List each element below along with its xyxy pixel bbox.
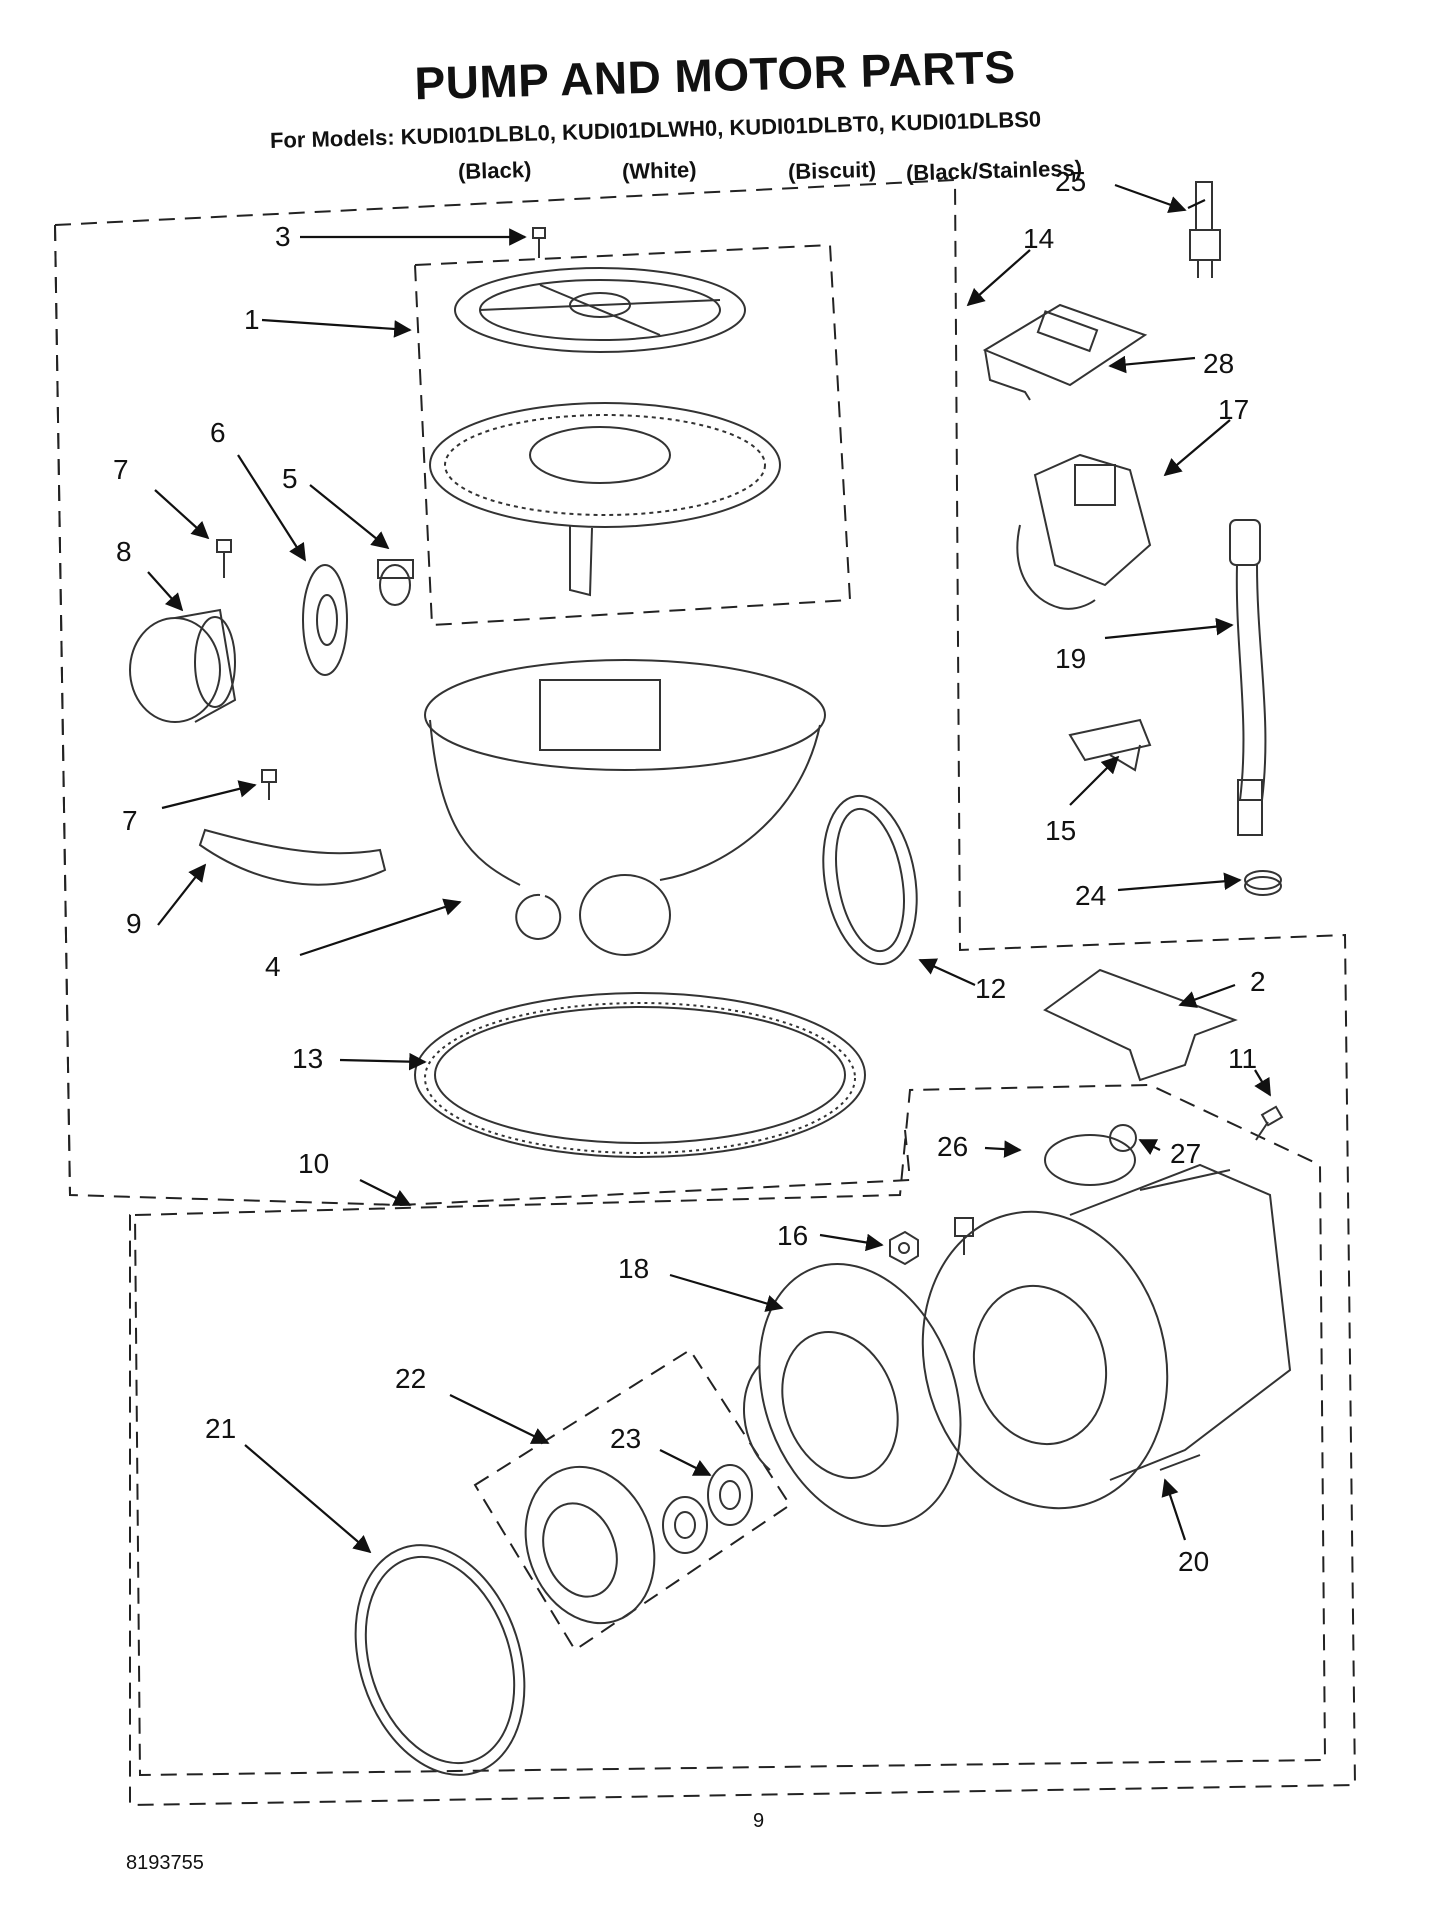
impeller-group-boundary [473, 1348, 792, 1652]
filter-gear-drawing [429, 402, 781, 597]
screw-7-lower-drawing [261, 769, 277, 800]
cover-28-drawing [982, 303, 1148, 401]
leader-lines [147, 183, 1271, 1554]
callout-22: 22 [395, 1363, 427, 1394]
screw-7-upper-drawing [216, 539, 232, 578]
gasket-26-drawing [1044, 1134, 1136, 1186]
gasket-12-drawing [822, 794, 918, 966]
callout-6: 6 [210, 417, 226, 448]
callout-5: 5 [282, 463, 298, 494]
shield-2-drawing [1043, 968, 1238, 1082]
callout-4: 4 [265, 951, 281, 982]
document-number: 8193755 [126, 1852, 204, 1874]
callout-17: 17 [1218, 394, 1250, 425]
callout-26: 26 [937, 1131, 969, 1162]
callout-3: 3 [275, 221, 291, 252]
callout-8: 8 [116, 536, 132, 567]
callout-9: 9 [126, 908, 142, 939]
seal-23-drawing [662, 1464, 753, 1554]
callout-15: 15 [1045, 815, 1077, 846]
screw-11-drawing [1255, 1105, 1284, 1141]
callout-2: 2 [1250, 966, 1266, 997]
part-8-drawing [129, 608, 237, 723]
sensor-25-drawing [1189, 181, 1221, 278]
callout-24: 24 [1075, 880, 1107, 911]
page-number: 9 [753, 1810, 765, 1832]
spray-arm-group-boundary [413, 243, 852, 627]
callout-1: 1 [244, 304, 260, 335]
callout-13: 13 [292, 1043, 324, 1074]
callout-16: 16 [777, 1220, 809, 1251]
motor-20-drawing [921, 1163, 1292, 1510]
diverter-motor-17-drawing [1016, 453, 1152, 610]
part-5-drawing [377, 559, 414, 606]
callout-25: 25 [1055, 166, 1087, 197]
screw-3-drawing [532, 227, 546, 258]
motor-assembly-boundary [133, 1083, 1327, 1777]
callout-19: 19 [1055, 643, 1087, 674]
callout-10: 10 [298, 1148, 330, 1179]
pump-assembly-boundary [54, 224, 912, 1207]
pump-housing-drawing [424, 659, 826, 956]
impeller-22-drawing [524, 1465, 656, 1625]
callout-28: 28 [1203, 348, 1235, 379]
callout-20: 20 [1178, 1546, 1210, 1577]
gasket-21-drawing [354, 1544, 526, 1776]
callout-7-lower: 7 [122, 805, 138, 836]
bracket-9-drawing [198, 828, 387, 886]
nut-16-drawing [889, 1230, 919, 1266]
seal-27-drawing [1109, 1124, 1137, 1152]
upper-spray-arm-drawing [454, 267, 746, 353]
bolt-motor-drawing [954, 1217, 974, 1255]
callout-14: 14 [1023, 223, 1055, 254]
callout-27: 27 [1170, 1138, 1202, 1169]
callout-11: 11 [1228, 1043, 1258, 1074]
clip-15-drawing [1068, 718, 1152, 772]
callout-21: 21 [205, 1413, 237, 1444]
clamp-24-drawing [1244, 870, 1282, 896]
callout-7-upper: 7 [113, 454, 129, 485]
callout-12: 12 [975, 973, 1007, 1004]
callout-23: 23 [610, 1423, 642, 1454]
pump-housing-18-drawing [743, 1263, 962, 1527]
part-6-drawing [302, 564, 348, 676]
callout-18: 18 [618, 1253, 650, 1284]
hose-19-drawing [1229, 519, 1267, 836]
tub-seal-drawing [414, 992, 866, 1158]
